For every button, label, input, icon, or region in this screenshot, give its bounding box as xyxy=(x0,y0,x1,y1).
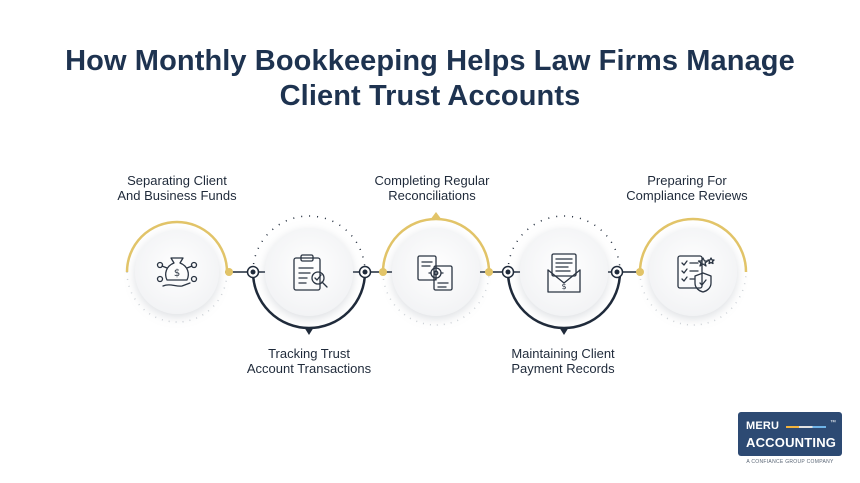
step-1-disc xyxy=(135,230,219,314)
step-5-node xyxy=(636,217,748,326)
step-4-bottom-tip xyxy=(559,327,569,335)
step-4-label: Maintaining Client Payment Records xyxy=(468,346,658,376)
brand-name-bottom: ACCOUNTING xyxy=(746,435,837,450)
step-4-node xyxy=(501,215,624,335)
step-5-label: Preparing For Compliance Reviews xyxy=(592,173,782,203)
step-2-label-line-2: Account Transactions xyxy=(246,361,372,376)
step-2-node xyxy=(246,215,372,335)
step-3-label-line-1: Completing Regular xyxy=(374,173,490,188)
step-4-left-node-core xyxy=(505,269,511,275)
step-5-label-line-1: Preparing For xyxy=(647,173,727,188)
step-5-disc xyxy=(649,228,737,316)
title-line-1: How Monthly Bookkeeping Helps Law Firms … xyxy=(65,45,795,77)
step-5-label-line-2: Compliance Reviews xyxy=(626,188,748,203)
page-title: How Monthly Bookkeeping Helps Law Firms … xyxy=(0,44,860,114)
svg-text:$: $ xyxy=(561,282,566,291)
step-1-gold-arc xyxy=(125,220,229,273)
svg-text:$: $ xyxy=(174,268,180,279)
checklist-shield-icon xyxy=(677,255,715,293)
brand-tagline: A CONFIANCE GROUP COMPANY xyxy=(746,459,834,465)
step-5-left-dot xyxy=(636,268,644,276)
brand-name-top: MERU xyxy=(746,420,780,432)
step-4-label-line-2: Payment Records xyxy=(511,361,615,376)
step-4-right-node-core xyxy=(614,269,620,275)
step-1-label-line-1: Separating Client xyxy=(127,173,227,188)
step-5-gold-arc xyxy=(638,217,748,273)
envelope-invoice-icon: $ xyxy=(547,253,581,293)
step-3-right-dot xyxy=(485,268,493,276)
title-line-2: Client Trust Accounts xyxy=(279,80,581,112)
money-bag-network-icon: $ xyxy=(156,257,198,287)
step-4-label-line-1: Maintaining Client xyxy=(511,346,615,361)
brand-logo: MERU ™ ACCOUNTING xyxy=(738,412,842,456)
step-2-left-node-core xyxy=(250,269,256,275)
step-3-label-line-2: Reconciliations xyxy=(388,188,476,203)
step-2-label: Tracking Trust Account Transactions xyxy=(214,346,404,376)
step-3-label: Completing Regular Reconciliations xyxy=(337,173,527,203)
step-1-node xyxy=(125,220,233,323)
brand-color-bar xyxy=(786,426,826,428)
brand-trademark: ™ xyxy=(830,420,836,426)
step-2-disc xyxy=(265,228,353,316)
step-1-right-dot xyxy=(225,268,233,276)
step-3-top-tip xyxy=(430,212,442,220)
step-2-right-node-core xyxy=(362,269,368,275)
step-2-bottom-tip xyxy=(304,327,314,335)
step-4-disc xyxy=(520,228,608,316)
step-1-label: Separating Client And Business Funds xyxy=(82,173,272,203)
clipboard-magnifier-icon xyxy=(293,254,328,291)
step-3-left-dot xyxy=(379,268,387,276)
documents-gear-icon xyxy=(417,255,453,291)
step-1-label-line-2: And Business Funds xyxy=(117,188,237,203)
step-2-label-line-1: Tracking Trust xyxy=(268,346,350,361)
